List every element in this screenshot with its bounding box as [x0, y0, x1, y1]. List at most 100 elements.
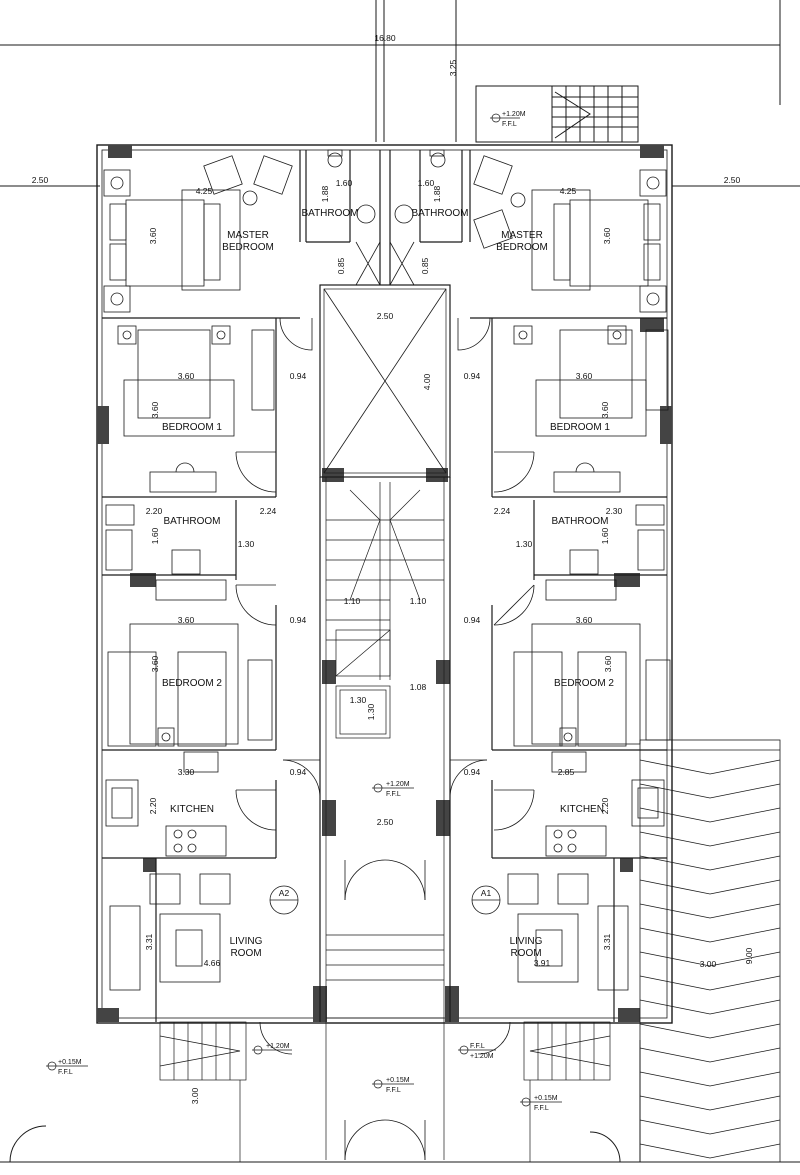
dimension-labels: 16.80 3.25 2.50 2.50 4.25 4.25 3.60 3.60…: [32, 33, 754, 1104]
level-ground-left: +0.15M F.F.L: [46, 1059, 88, 1076]
dim-bed1-right-h: 3.60: [600, 401, 610, 418]
dim-master-right-w: 4.25: [560, 186, 577, 196]
dim-door1-right: 0.94: [464, 371, 481, 381]
dim-side-left: 2.50: [32, 175, 49, 185]
dim-side-right: 2.50: [724, 175, 741, 185]
label-kitchen-right: KITCHEN: [560, 804, 604, 815]
dim-bath-top-w-right: 1.60: [418, 178, 435, 188]
level-top-rear: +1.20M F.F.L: [490, 111, 526, 128]
dim-kitchen-left-h: 2.20: [148, 797, 158, 814]
label-bathroom-left: BATHROOM: [163, 516, 220, 527]
section-marker-left-label: A2: [279, 888, 290, 898]
ramp-outline: [639, 739, 781, 1163]
level-markers: +1.20M F.F.L +1.20M F.F.L +1.20M F.F.L +…: [46, 111, 562, 1112]
label-bedroom1-right: BEDROOM 1: [550, 422, 610, 433]
label-bathroom-top-left: BATHROOM: [301, 208, 358, 219]
dim-door3-right: 0.94: [464, 767, 481, 777]
master-left-furniture: [103, 149, 376, 313]
level-lobby-value: +1.20M: [386, 781, 410, 788]
bedroom2-furniture: [107, 623, 671, 747]
section-marker-right-label: A1: [481, 888, 492, 898]
dim-door2-right: 0.94: [464, 615, 481, 625]
ramp-chevron: [639, 951, 781, 967]
ramp-chevron: [639, 855, 781, 871]
ramp-chevron: [639, 783, 781, 799]
bedroom1-furniture: [117, 325, 669, 493]
dim-living-left-h: 3.31: [144, 933, 154, 950]
ramp-chevron: [639, 1143, 781, 1159]
dim-corr-right: 2.24: [494, 506, 511, 516]
dim-master-left-w: 4.25: [196, 186, 213, 196]
dim-corr2-left: 1.30: [238, 539, 255, 549]
dim-bath-right-w: 2.30: [606, 506, 623, 516]
label-living-right-2: ROOM: [510, 948, 541, 959]
main-stair: [325, 482, 445, 1160]
dim-door-top-right: 0.85: [420, 257, 430, 274]
label-master-bedroom-left: MASTER: [227, 230, 269, 241]
label-master-bedroom-right-2: BEDROOM: [496, 242, 548, 253]
master-right-furniture: [394, 149, 667, 313]
dim-lift-w: 2.50: [377, 311, 394, 321]
level-entry-left: +1.20M: [252, 1043, 292, 1055]
label-bathroom-right: BATHROOM: [551, 516, 608, 527]
label-living-left: LIVING: [230, 936, 263, 947]
level-ground-right: +0.15M F.F.L: [520, 1095, 562, 1112]
dim-door3-left: 0.94: [290, 767, 307, 777]
room-labels: MASTER BEDROOM MASTER BEDROOM BATHROOM B…: [162, 208, 614, 959]
level-ground-right-value: +0.15M: [534, 1095, 558, 1102]
dim-bath-left-w: 2.20: [146, 506, 163, 516]
outer-walls: [96, 144, 673, 1024]
level-ground-center: +0.15M F.F.L: [372, 1077, 414, 1094]
label-living-left-2: ROOM: [230, 948, 261, 959]
dim-kitchen-left-w: 3.30: [178, 767, 195, 777]
kitchen-fixtures: [105, 751, 665, 857]
level-entry-right-value: +1.20M: [470, 1053, 494, 1060]
ramp-chevron: [639, 975, 781, 991]
label-bedroom1-left: BEDROOM 1: [162, 422, 222, 433]
dim-stair-w-right: 1.10: [410, 596, 427, 606]
dim-kitchen-right-w: 2.85: [558, 767, 575, 777]
dim-ramp-w: 3.00: [700, 959, 717, 969]
level-lobby: +1.20M F.F.L: [372, 781, 414, 798]
label-living-right: LIVING: [510, 936, 543, 947]
level-ground-center-ffl: F.F.L: [386, 1087, 401, 1094]
level-entry-right-ffl: F.F.L: [470, 1043, 485, 1050]
doors: [235, 317, 535, 1161]
dim-master-left-h: 3.60: [148, 227, 158, 244]
dim-stair-w-left: 1.10: [344, 596, 361, 606]
ramp-chevron: [639, 879, 781, 895]
dim-door2-left: 0.94: [290, 615, 307, 625]
level-top-rear-value: +1.20M: [502, 111, 526, 118]
dim-door-top-left: 0.85: [336, 257, 346, 274]
level-ground-left-ffl: F.F.L: [58, 1069, 73, 1076]
level-top-rear-ffl: F.F.L: [502, 121, 517, 128]
ramp-chevron: [639, 1071, 781, 1087]
dim-bed1-left-w: 3.60: [178, 371, 195, 381]
dim-ramp-h: 9.00: [744, 947, 754, 964]
ramp-chevron: [639, 759, 781, 775]
section-marker-right: [471, 885, 501, 915]
dim-bath-right-h: 1.60: [600, 527, 610, 544]
label-bedroom2-left: BEDROOM 2: [162, 678, 222, 689]
dim-corr-left: 2.24: [260, 506, 277, 516]
ramp-chevron: [639, 903, 781, 919]
interior-walls: [102, 150, 667, 1022]
dim-entry-h: 3.00: [190, 1087, 200, 1104]
dim-bed1-right-w: 3.60: [576, 371, 593, 381]
level-ground-center-value: +0.15M: [386, 1077, 410, 1084]
dim-living-right-h: 3.31: [602, 933, 612, 950]
rear-stair: [475, 85, 639, 143]
ramp-chevron: [639, 999, 781, 1015]
dim-lift2-h: 1.30: [366, 703, 376, 720]
lift-shaft: [323, 241, 447, 474]
dim-bed2-left-h: 3.60: [150, 655, 160, 672]
dim-overall-width: 16.80: [374, 33, 396, 43]
ramp: [636, 739, 781, 1163]
dim-bath-left-h: 1.60: [150, 527, 160, 544]
dim-top-setback: 3.25: [448, 59, 458, 76]
dim-master-right-h: 3.60: [602, 227, 612, 244]
label-master-bedroom-left-2: BEDROOM: [222, 242, 274, 253]
label-kitchen-left: KITCHEN: [170, 804, 214, 815]
